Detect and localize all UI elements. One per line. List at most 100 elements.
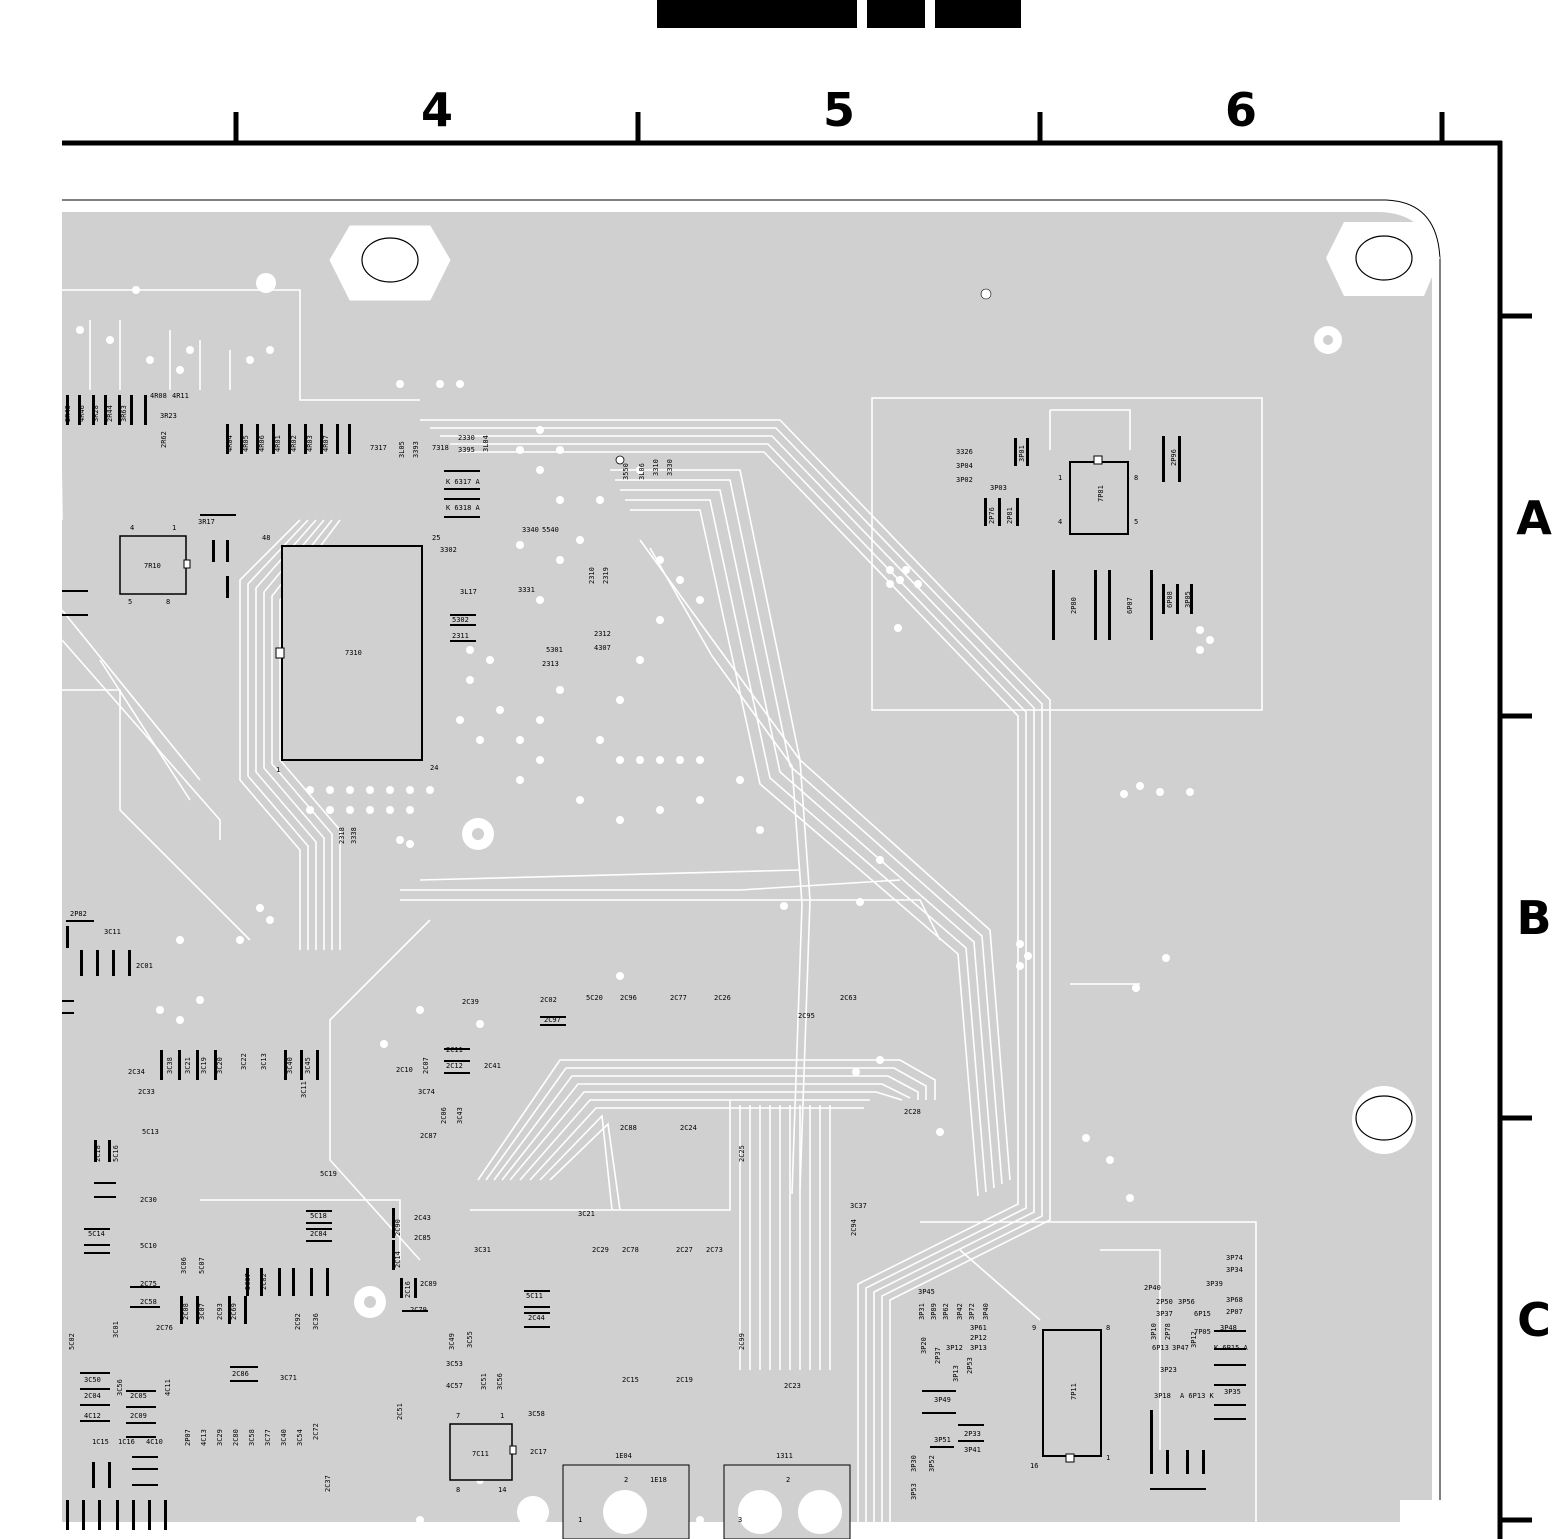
label-2c17: 2C15 bbox=[622, 1376, 639, 1384]
svg-text:3P53: 3P53 bbox=[910, 1483, 918, 1500]
label-2c94: 3C37 bbox=[850, 1202, 867, 1210]
component-footprints bbox=[62, 395, 1246, 1530]
ic-7r10-pin-5: 5 bbox=[128, 598, 132, 606]
label-4307: 4307 bbox=[594, 644, 611, 652]
label-4c57: 3C58 bbox=[528, 1410, 545, 1418]
label-5c18: 2C84 bbox=[310, 1230, 327, 1238]
label-3p41b: 3P37 bbox=[1156, 1310, 1173, 1318]
label-3p53: 3P34 bbox=[1226, 1266, 1243, 1274]
label-2c31: 5C10 bbox=[140, 1242, 157, 1250]
svg-text:4R04: 4R04 bbox=[226, 435, 234, 452]
svg-text:2C93: 2C93 bbox=[216, 1303, 224, 1320]
label-k6p15: K 6P15 A bbox=[1214, 1344, 1249, 1352]
ic-7p11-pin-16: 16 bbox=[1030, 1462, 1038, 1470]
label-2c88: 2C28 bbox=[904, 1108, 921, 1116]
label-3c43: 2C87 bbox=[420, 1132, 437, 1140]
svg-text:5C07: 5C07 bbox=[198, 1257, 206, 1274]
ic-7310-ref: 7310 bbox=[345, 649, 362, 657]
label-2c26: 2C77 bbox=[670, 994, 687, 1002]
svg-text:3C56: 3C56 bbox=[116, 1379, 124, 1396]
label-2c35: 2C34 bbox=[128, 1068, 145, 1076]
label-3c58: 2C17 bbox=[530, 1448, 547, 1456]
ic-7r10-pin-8: 8 bbox=[166, 598, 170, 606]
svg-text:2R44: 2R44 bbox=[106, 405, 114, 422]
svg-text:3C56: 3C56 bbox=[496, 1373, 504, 1390]
label-2c58: 2C76 bbox=[156, 1324, 173, 1332]
label-3302: 3302 bbox=[440, 546, 457, 554]
svg-text:2C51: 2C51 bbox=[396, 1403, 404, 1420]
svg-text:3R63: 3R63 bbox=[120, 405, 128, 422]
ic-7p81-pin-4: 4 bbox=[1058, 518, 1062, 526]
ic-7c11-pin-8: 8 bbox=[456, 1486, 460, 1494]
label-7c05: 3C11 bbox=[104, 928, 121, 936]
label-2c02: 2C39 bbox=[462, 998, 479, 1006]
svg-text:3L05: 3L05 bbox=[398, 441, 406, 458]
svg-text:3C13: 3C13 bbox=[260, 1053, 268, 1070]
label-2c41: 2C10 bbox=[396, 1066, 413, 1074]
svg-text:3550: 3550 bbox=[622, 463, 630, 480]
label-2c28: 2C63 bbox=[840, 994, 857, 1002]
svg-text:3C07: 3C07 bbox=[198, 1303, 206, 1320]
svg-text:3P30: 3P30 bbox=[910, 1455, 918, 1472]
label-2c95: 2C26 bbox=[714, 994, 731, 1002]
ic-7c11-pin-14: 14 bbox=[498, 1486, 506, 1494]
label-2p33: 3P56 bbox=[1178, 1298, 1195, 1306]
svg-text:2R62: 2R62 bbox=[160, 431, 168, 448]
svg-text:3C55: 3C55 bbox=[466, 1331, 474, 1348]
label-2c37: 2C75 bbox=[140, 1280, 157, 1288]
label-2p40: 3P68 bbox=[1226, 1296, 1243, 1304]
label-2c78: 2C27 bbox=[676, 1246, 693, 1254]
label-2c63: 2C95 bbox=[798, 1012, 815, 1020]
svg-text:3393: 3393 bbox=[412, 441, 420, 458]
ic-7p81-ref: 7P81 bbox=[1097, 485, 1105, 502]
mounting-hole-1 bbox=[329, 225, 451, 301]
label-5c20: 2C97 bbox=[544, 1016, 561, 1024]
svg-text:2C82: 2C82 bbox=[260, 1273, 268, 1290]
svg-text:3P01: 3P01 bbox=[1018, 445, 1026, 462]
svg-text:3P31: 3P31 bbox=[918, 1303, 926, 1320]
svg-text:2P53: 2P53 bbox=[966, 1357, 974, 1374]
svg-text:3C36: 3C36 bbox=[312, 1313, 320, 1330]
label-2c77: 2C96 bbox=[620, 994, 637, 1002]
column-label-6: 6 bbox=[1225, 83, 1257, 137]
ic-7c11-ref: 7C11 bbox=[472, 1450, 489, 1458]
svg-text:2319: 2319 bbox=[602, 567, 610, 584]
label-2p37: 3P51 bbox=[934, 1436, 951, 1444]
label-2c43: 2C85 bbox=[414, 1234, 431, 1242]
svg-text:3P62: 3P62 bbox=[942, 1303, 950, 1320]
svg-text:5C02: 5C02 bbox=[68, 1333, 76, 1350]
label-2c07: 2C41 bbox=[484, 1062, 501, 1070]
label-3p56: 6P15 bbox=[1194, 1310, 1211, 1318]
svg-text:3P20: 3P20 bbox=[920, 1337, 928, 1354]
svg-text:3P40: 3P40 bbox=[982, 1303, 990, 1320]
label-2c19: 2C23 bbox=[784, 1382, 801, 1390]
label-5540: 5540 bbox=[542, 526, 559, 534]
svg-text:1E18: 1E18 bbox=[650, 1476, 667, 1484]
grid-frame bbox=[62, 112, 1532, 1539]
label-1c16: 2C09 bbox=[130, 1412, 147, 1420]
label-3p42: 2P12 bbox=[970, 1334, 987, 1342]
svg-text:3C49: 3C49 bbox=[448, 1333, 456, 1350]
svg-text:2P07: 2P07 bbox=[184, 1429, 192, 1446]
svg-text:2318: 2318 bbox=[338, 827, 346, 844]
svg-text:2P76: 2P76 bbox=[988, 507, 996, 524]
svg-text:2C25: 2C25 bbox=[738, 1145, 746, 1162]
label-3r23: 3R23 bbox=[160, 412, 177, 420]
svg-text:2C94: 2C94 bbox=[850, 1219, 858, 1236]
label-2c10: 3C74 bbox=[418, 1088, 435, 1096]
svg-text:2C90: 2C90 bbox=[394, 1219, 402, 1236]
label-3p12: 2P33 bbox=[964, 1430, 981, 1438]
ic-7310-pin-25: 25 bbox=[432, 534, 440, 542]
label-4c12: 2C05 bbox=[130, 1392, 147, 1400]
label-2c15: 2C19 bbox=[676, 1376, 693, 1384]
connector-1311-pin-3: 3 bbox=[738, 1516, 742, 1524]
svg-text:3C58: 3C58 bbox=[248, 1429, 256, 1446]
label-2c69: 3C71 bbox=[280, 1374, 297, 1382]
label-2c29: 2C78 bbox=[622, 1246, 639, 1254]
label-2c96: 5C20 bbox=[586, 994, 603, 1002]
svg-text:6P07: 6P07 bbox=[1126, 597, 1134, 614]
svg-text:4C11: 4C11 bbox=[164, 1379, 172, 1396]
column-label-5: 5 bbox=[823, 83, 855, 137]
label-2c85: 3C31 bbox=[474, 1246, 491, 1254]
svg-text:4R02: 4R02 bbox=[290, 435, 298, 452]
